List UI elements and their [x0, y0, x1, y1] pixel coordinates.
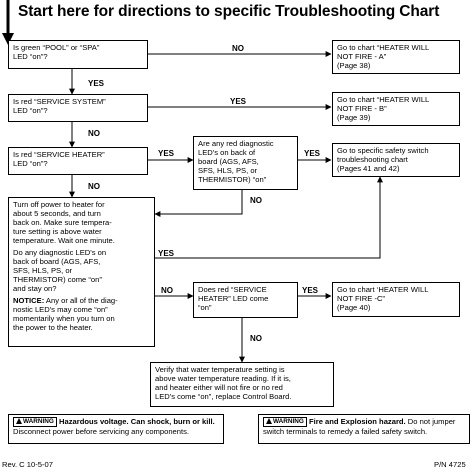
warning-2-line: WARNING Fire and Explosion hazard. Do no…: [263, 417, 465, 427]
decision-pool-spa: Is green “POOL” or “SPA” LED “on”?: [8, 40, 148, 69]
footer-part-number: P/N 4725: [434, 460, 466, 469]
label-heater-no: NO: [88, 182, 100, 191]
warning-1-badge: WARNING: [13, 417, 57, 427]
warning-1-body: Disconnect power before servicing any co…: [13, 427, 190, 436]
label-diag-no: NO: [250, 196, 262, 205]
label-heateron-no: NO: [250, 334, 262, 343]
notice-body: Any or all of the diag- nostic LED's may…: [13, 296, 118, 332]
warning-triangle-icon: [16, 418, 22, 424]
warning-2-headline: Fire and Explosion hazard.: [309, 417, 406, 426]
chart-title: Start here for directions to specific Tr…: [18, 3, 440, 20]
decision-service-system: Is red “SERVICE SYSTEM” LED “on”?: [8, 94, 148, 122]
label-question-no: NO: [161, 286, 173, 295]
result-safety-switch: Go to specific safety switch troubleshoo…: [332, 143, 460, 177]
warning-2-badge: WARNING: [263, 417, 307, 427]
label-pool-no: NO: [232, 44, 244, 53]
warning-fire-explosion: WARNING Fire and Explosion hazard. Do no…: [258, 414, 470, 444]
diagnostic-question-text: Do any diagnostic LED's on back of board…: [13, 248, 107, 293]
warning-1-line: WARNING Hazardous voltage. Can shock, bu…: [13, 417, 219, 427]
turn-off-text: Turn off power to heater for about 5 sec…: [13, 200, 115, 245]
label-diag-yes: YES: [304, 149, 321, 158]
result-chart-b: Go to chart “HEATER WILL NOT FIRE - B” (…: [332, 92, 460, 126]
label-heater-yes: YES: [158, 149, 175, 158]
decision-service-heater-on: Does red “SERVICE HEATER” LED come “on”: [193, 282, 298, 318]
start-arrowhead: [2, 33, 14, 45]
footer-revision: Rev. C 10-5-07: [2, 460, 53, 469]
result-chart-c: Go to chart ‘HEATER WILL NOT FIRE -C” (P…: [332, 282, 460, 317]
label-question-yes: YES: [158, 249, 175, 258]
arrow-diag-no: [154, 190, 243, 217]
warning-triangle-icon: [266, 418, 272, 424]
label-pool-yes: YES: [88, 79, 105, 88]
label-heateron-yes: YES: [302, 286, 319, 295]
warning-2-body: switch terminals to remedy a failed safe…: [263, 427, 428, 436]
notice-label: NOTICE:: [13, 296, 45, 305]
step-verify-replace-board: Verify that water temperature setting is…: [150, 362, 334, 407]
step-turn-off-power: Turn off power to heater for about 5 sec…: [8, 197, 155, 347]
warning-2-tail: Do not jumper: [405, 417, 456, 426]
warning-1-headline: Hazardous voltage. Can shock, burn or ki…: [59, 417, 215, 426]
arrow-question-yes: [155, 176, 383, 259]
label-system-no: NO: [88, 129, 100, 138]
decision-service-heater: Is red “SERVICE HEATER” LED “on”?: [8, 147, 148, 175]
result-chart-a: Go to chart “HEATER WILL NOT FIRE - A” (…: [332, 40, 460, 74]
label-system-yes: YES: [230, 97, 247, 106]
decision-diagnostic-leds: Are any red diagnostic LED's on back of …: [193, 136, 298, 190]
warning-hazardous-voltage: WARNING Hazardous voltage. Can shock, bu…: [8, 414, 224, 444]
notice-text: NOTICE: Any or all of the diag- nostic L…: [13, 296, 150, 332]
